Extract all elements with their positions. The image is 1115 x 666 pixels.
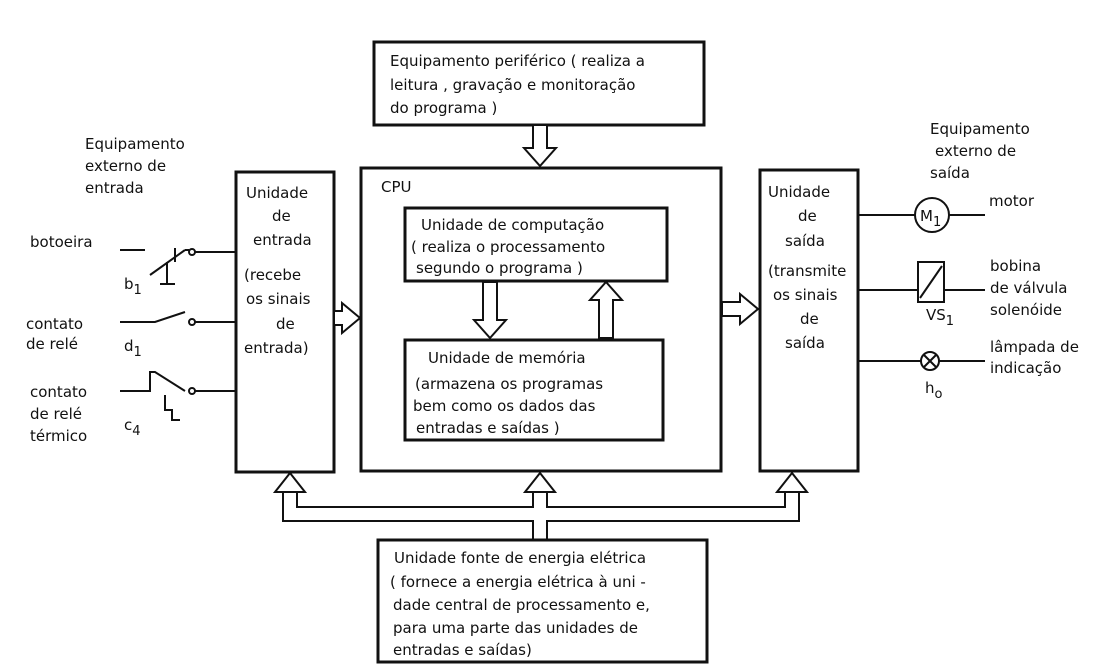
botoeira-label: botoeira [30, 233, 93, 251]
power-line-4: para uma parte das unidades de [393, 619, 638, 637]
input-external-title-1: Equipamento [85, 135, 185, 153]
memory-line-4: entradas e saídas ) [416, 419, 560, 437]
b1-label: b1 [124, 275, 142, 298]
output-external-title-1: Equipamento [930, 120, 1030, 138]
power-line-5: entradas e saídas) [393, 641, 532, 659]
input-external-equipment: Equipamento externo de entrada botoeira … [26, 135, 236, 445]
memory-line-1: Unidade de memória [428, 349, 586, 367]
power-line-1: Unidade fonte de energia elétrica [394, 549, 646, 567]
peripheral-line-1: Equipamento periférico ( realiza a [390, 52, 645, 70]
computation-unit-block: Unidade de computação ( realiza o proces… [403, 206, 669, 283]
power-line-3: dade central de processamento e, [393, 596, 650, 614]
input-external-title-3: entrada [85, 179, 144, 197]
termico-line-3: térmico [30, 427, 87, 445]
c4-label: c4 [124, 416, 141, 439]
solenoid-icon [917, 261, 945, 303]
thermal-contact-symbol [120, 371, 186, 421]
pushbutton-symbol [120, 248, 189, 285]
bobina-line-3: solenóide [990, 301, 1062, 319]
output-unit-line-2: de [798, 207, 817, 225]
computation-line-2: ( realiza o processamento [411, 238, 605, 256]
peripheral-line-3: do programa ) [390, 99, 497, 117]
peripheral-line-2: leitura , gravação e monitoração [390, 76, 635, 94]
motor-symbol: M1 [920, 207, 941, 230]
cpu-block: CPU Unidade de computação ( realiza o pr… [359, 166, 723, 473]
input-unit-detail-3: de [276, 315, 295, 333]
output-unit-detail-1: (transmite [768, 262, 846, 280]
memory-line-2: (armazena os programas [415, 375, 603, 393]
power-supply-block: Unidade fonte de energia elétrica ( forn… [376, 538, 709, 664]
bobina-line-1: bobina [990, 257, 1041, 275]
computation-line-3: segundo o programa ) [416, 259, 583, 277]
output-external-title-2: externo de [935, 142, 1016, 160]
input-unit-detail-4: entrada) [244, 339, 309, 357]
input-unit-line-3: entrada [253, 231, 312, 249]
output-unit-detail-2: os sinais [773, 286, 838, 304]
contato-rele-line-2: de relé [26, 335, 78, 353]
output-unit-detail-3: de [800, 310, 819, 328]
termico-line-1: contato [30, 383, 87, 401]
power-distribution-arrows [272, 471, 810, 540]
input-unit-detail-1: (recebe [244, 266, 301, 284]
memory-unit-block: Unidade de memória (armazena os programa… [403, 338, 665, 442]
cpu-to-output-arrow [721, 291, 760, 327]
lamp-line-2: indicação [990, 359, 1061, 377]
memory-to-computation-arrow [587, 280, 625, 339]
contato-rele-line-1: contato [26, 315, 83, 333]
computation-to-memory-arrow [471, 281, 509, 340]
peripheral-to-cpu-arrow [521, 124, 559, 168]
input-external-title-2: externo de [85, 157, 166, 175]
motor-label: motor [989, 192, 1035, 210]
h0-label: ho [925, 379, 943, 402]
input-unit-detail-2: os sinais [246, 290, 311, 308]
output-unit-line-1: Unidade [768, 183, 830, 201]
computation-line-1: Unidade de computação [421, 216, 604, 234]
termico-line-2: de relé [30, 405, 82, 423]
output-unit-detail-4: saída [785, 334, 825, 352]
output-unit-line-3: saída [785, 232, 825, 250]
output-unit-block: Unidade de saída (transmite os sinais de… [758, 168, 860, 473]
input-unit-block: Unidade de entrada (recebe os sinais de … [234, 170, 336, 474]
output-external-equipment: Equipamento externo de saída M1 motor VS… [858, 120, 1079, 402]
relay-contact-symbol [120, 311, 186, 323]
memory-line-3: bem como os dados das [413, 397, 596, 415]
cpu-label: CPU [381, 178, 412, 196]
power-line-2: ( fornece a energia elétrica à uni - [390, 573, 646, 591]
peripheral-equipment-block: Equipamento periférico ( realiza a leitu… [372, 40, 706, 127]
output-external-title-3: saída [930, 164, 970, 182]
lamp-line-1: lâmpada de [990, 338, 1079, 356]
vs1-label: VS1 [926, 306, 954, 329]
bobina-line-2: de válvula [990, 279, 1068, 297]
input-unit-line-2: de [272, 207, 291, 225]
d1-label: d1 [124, 337, 142, 360]
input-to-cpu-arrow [333, 300, 362, 336]
input-unit-line-1: Unidade [246, 184, 308, 202]
